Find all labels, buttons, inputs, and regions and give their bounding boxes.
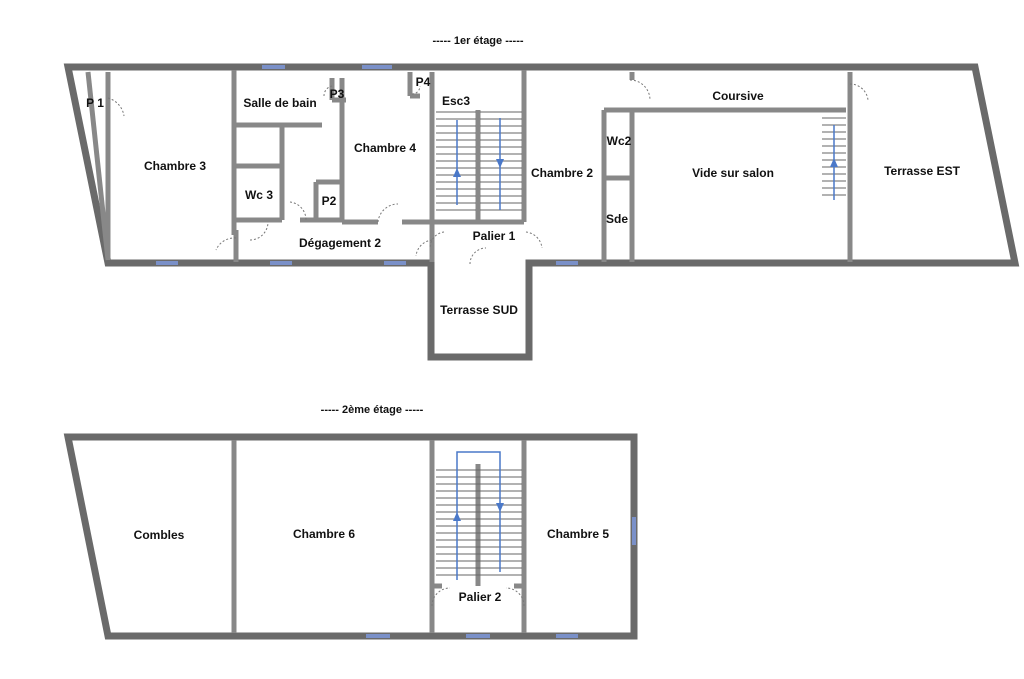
- room-label-chambre5: Chambre 5: [547, 527, 609, 541]
- room-label-p4: P4: [416, 75, 431, 89]
- room-label-esc3: Esc3: [442, 94, 470, 108]
- floor2-stairs: [436, 451, 522, 580]
- floor1-stairs: [436, 111, 846, 211]
- floor1-walls: [63, 63, 1020, 361]
- room-label-terrasse-sud: Terrasse SUD: [440, 303, 518, 317]
- floor2-labels: Combles Chambre 6 Chambre 5 Palier 2: [134, 527, 610, 604]
- room-label-sde: Sde: [606, 212, 628, 226]
- room-label-p2: P2: [322, 194, 337, 208]
- room-label-palier1: Palier 1: [473, 229, 516, 243]
- floor1-title: ----- 1er étage -----: [432, 35, 523, 47]
- floor2-doors: [431, 587, 525, 607]
- room-label-chambre6: Chambre 6: [293, 527, 355, 541]
- room-label-wc3: Wc 3: [245, 188, 273, 202]
- room-label-p1: P 1: [86, 96, 104, 110]
- room-label-vide-sur-salon: Vide sur salon: [692, 166, 774, 180]
- room-label-p3: P3: [330, 87, 345, 101]
- floor2-walls: [63, 433, 638, 640]
- room-label-degagement2: Dégagement 2: [299, 236, 381, 250]
- floor2-windows: [366, 517, 636, 638]
- floor1-windows: [156, 65, 578, 265]
- room-label-coursive: Coursive: [712, 89, 764, 103]
- room-label-chambre3: Chambre 3: [144, 159, 206, 173]
- room-label-combles: Combles: [134, 528, 185, 542]
- room-label-palier2: Palier 2: [459, 590, 502, 604]
- room-label-chambre2: Chambre 2: [531, 166, 593, 180]
- room-label-salle-de-bain: Salle de bain: [243, 96, 316, 110]
- room-label-wc2: Wc2: [607, 134, 632, 148]
- room-label-chambre4: Chambre 4: [354, 141, 416, 155]
- floor1-doors: [107, 79, 869, 265]
- floor1-labels: P 1 Chambre 3 Salle de bain P3 P4 Esc3 C…: [86, 75, 960, 317]
- floor2-title: ----- 2ème étage -----: [321, 404, 424, 416]
- room-label-terrasse-est: Terrasse EST: [884, 164, 960, 178]
